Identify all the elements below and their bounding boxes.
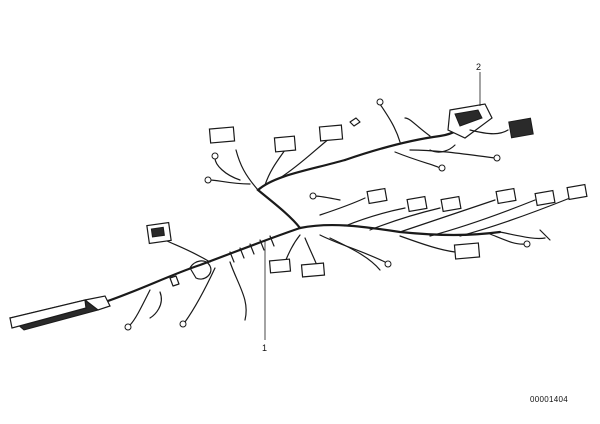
upper-right-connectors bbox=[376, 72, 534, 172]
part-2-callout: 2 bbox=[476, 62, 482, 72]
right-injector-connectors bbox=[309, 183, 588, 237]
upper-left-connectors bbox=[204, 117, 361, 191]
lower-center-connectors bbox=[268, 234, 326, 278]
part-1-callout: 1 bbox=[262, 343, 268, 353]
control-unit-connector bbox=[8, 295, 111, 331]
left-upper-branch bbox=[124, 221, 247, 331]
lower-right-branch bbox=[319, 229, 551, 271]
drawing-number: 00001404 bbox=[530, 395, 568, 404]
